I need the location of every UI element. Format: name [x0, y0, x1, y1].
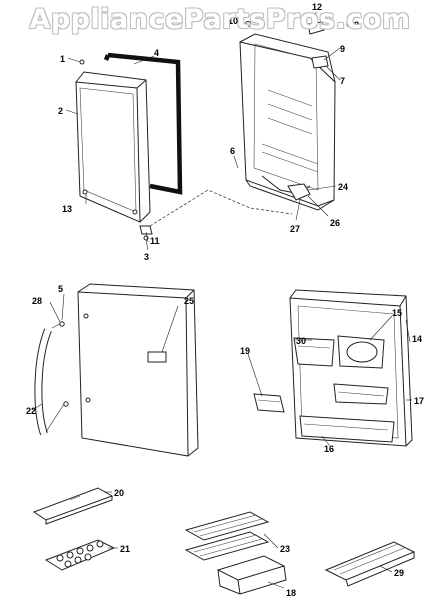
- callout-10: 10: [228, 16, 238, 26]
- top-hinge: [245, 20, 354, 69]
- callout-29: 29: [394, 568, 404, 578]
- callout-21: 21: [120, 544, 130, 554]
- callout-labels: 1 2 3 4 5 6 7 8 9 10 11 12 13 14 15 16 1…: [26, 2, 424, 598]
- callout-1: 1: [60, 54, 65, 64]
- callout-16: 16: [324, 444, 334, 454]
- door-liner: [289, 289, 413, 447]
- callout-5: 5: [58, 284, 63, 294]
- ice-cube-trays: [184, 511, 270, 561]
- callout-13: 13: [62, 204, 72, 214]
- fresh-food-door-outer: [77, 283, 199, 457]
- door-gasket: [103, 52, 183, 195]
- callout-22: 22: [26, 406, 36, 416]
- freezer-door: [75, 71, 151, 223]
- middle-shelf: [333, 383, 389, 405]
- callout-12: 12: [312, 2, 322, 12]
- callout-28: 28: [32, 296, 42, 306]
- callout-3: 3: [144, 252, 149, 262]
- callout-4: 4: [154, 48, 159, 58]
- callout-23: 23: [280, 544, 290, 554]
- storage-bin: [216, 555, 287, 595]
- watermark: AppliancePartsPros.com: [29, 4, 411, 35]
- callout-25: 25: [184, 296, 194, 306]
- cabinet: [239, 33, 336, 211]
- callout-7: 7: [340, 76, 345, 86]
- callout-14: 14: [412, 334, 422, 344]
- callout-24: 24: [338, 182, 348, 192]
- callout-15: 15: [392, 308, 402, 318]
- callout-8: 8: [354, 20, 359, 30]
- callout-27: 27: [290, 224, 300, 234]
- door-bin: [293, 337, 335, 367]
- callout-11: 11: [150, 236, 160, 246]
- ice-tray-lid: [32, 487, 114, 525]
- ice-bin: [324, 541, 416, 587]
- leader-lines: [61, 12, 412, 589]
- small-bin: [253, 393, 285, 413]
- callout-18: 18: [286, 588, 296, 598]
- callout-2: 2: [58, 106, 63, 116]
- callout-19: 19: [240, 346, 250, 356]
- egg-tray: [44, 539, 116, 571]
- dairy-compartment: [337, 335, 385, 369]
- bottom-bin: [299, 415, 395, 443]
- callout-9: 9: [340, 44, 345, 54]
- callout-6: 6: [230, 146, 235, 156]
- door-handle: [34, 321, 69, 436]
- callout-26: 26: [330, 218, 340, 228]
- callout-30: 30: [296, 336, 306, 346]
- callout-17: 17: [414, 396, 424, 406]
- callout-20: 20: [114, 488, 124, 498]
